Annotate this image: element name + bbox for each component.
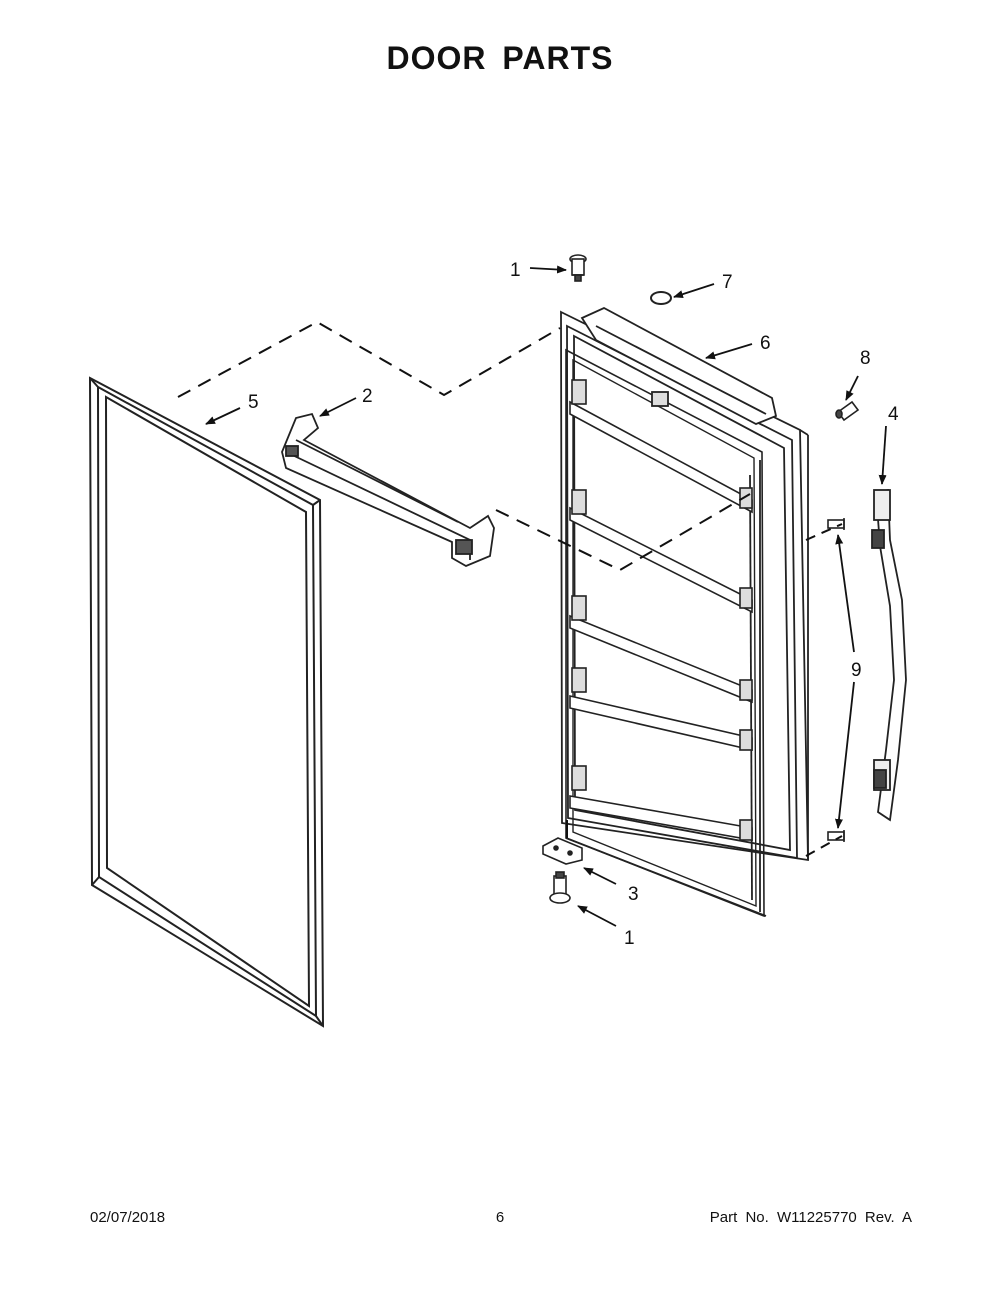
callout-3: 3 — [628, 884, 639, 905]
door-gasket — [88, 376, 325, 1028]
callout-6: 6 — [760, 333, 771, 354]
callout-2: 2 — [362, 386, 373, 407]
callout-1-top: 1 — [510, 260, 521, 281]
alignment-lines — [177, 320, 843, 857]
hinge-pin-top — [569, 254, 587, 282]
bottom-hinge-bracket — [542, 837, 583, 865]
callout-1-bottom: 1 — [624, 928, 635, 949]
callout-5: 5 — [248, 392, 259, 413]
callout-8: 8 — [860, 348, 871, 369]
callout-9: 9 — [851, 660, 862, 681]
o-ring-seal — [650, 291, 672, 305]
door-shelves — [569, 379, 753, 841]
door-stop-pin — [835, 400, 860, 422]
leader-arrows — [205, 265, 887, 927]
footer-page-number: 6 — [495, 1209, 505, 1226]
hinge-pin-bottom — [549, 871, 571, 904]
handle-screws — [827, 518, 845, 842]
callout-7: 7 — [722, 272, 733, 293]
page-title: DOOR PARTS — [386, 40, 614, 76]
callout-4: 4 — [888, 404, 899, 425]
footer-date: 02/07/2018 — [90, 1209, 166, 1226]
top-door-cap — [580, 306, 778, 425]
footer-part-number: Part No. W11225770 Rev. A — [709, 1209, 912, 1226]
door-handle — [871, 488, 907, 822]
door-bin — [281, 412, 495, 568]
